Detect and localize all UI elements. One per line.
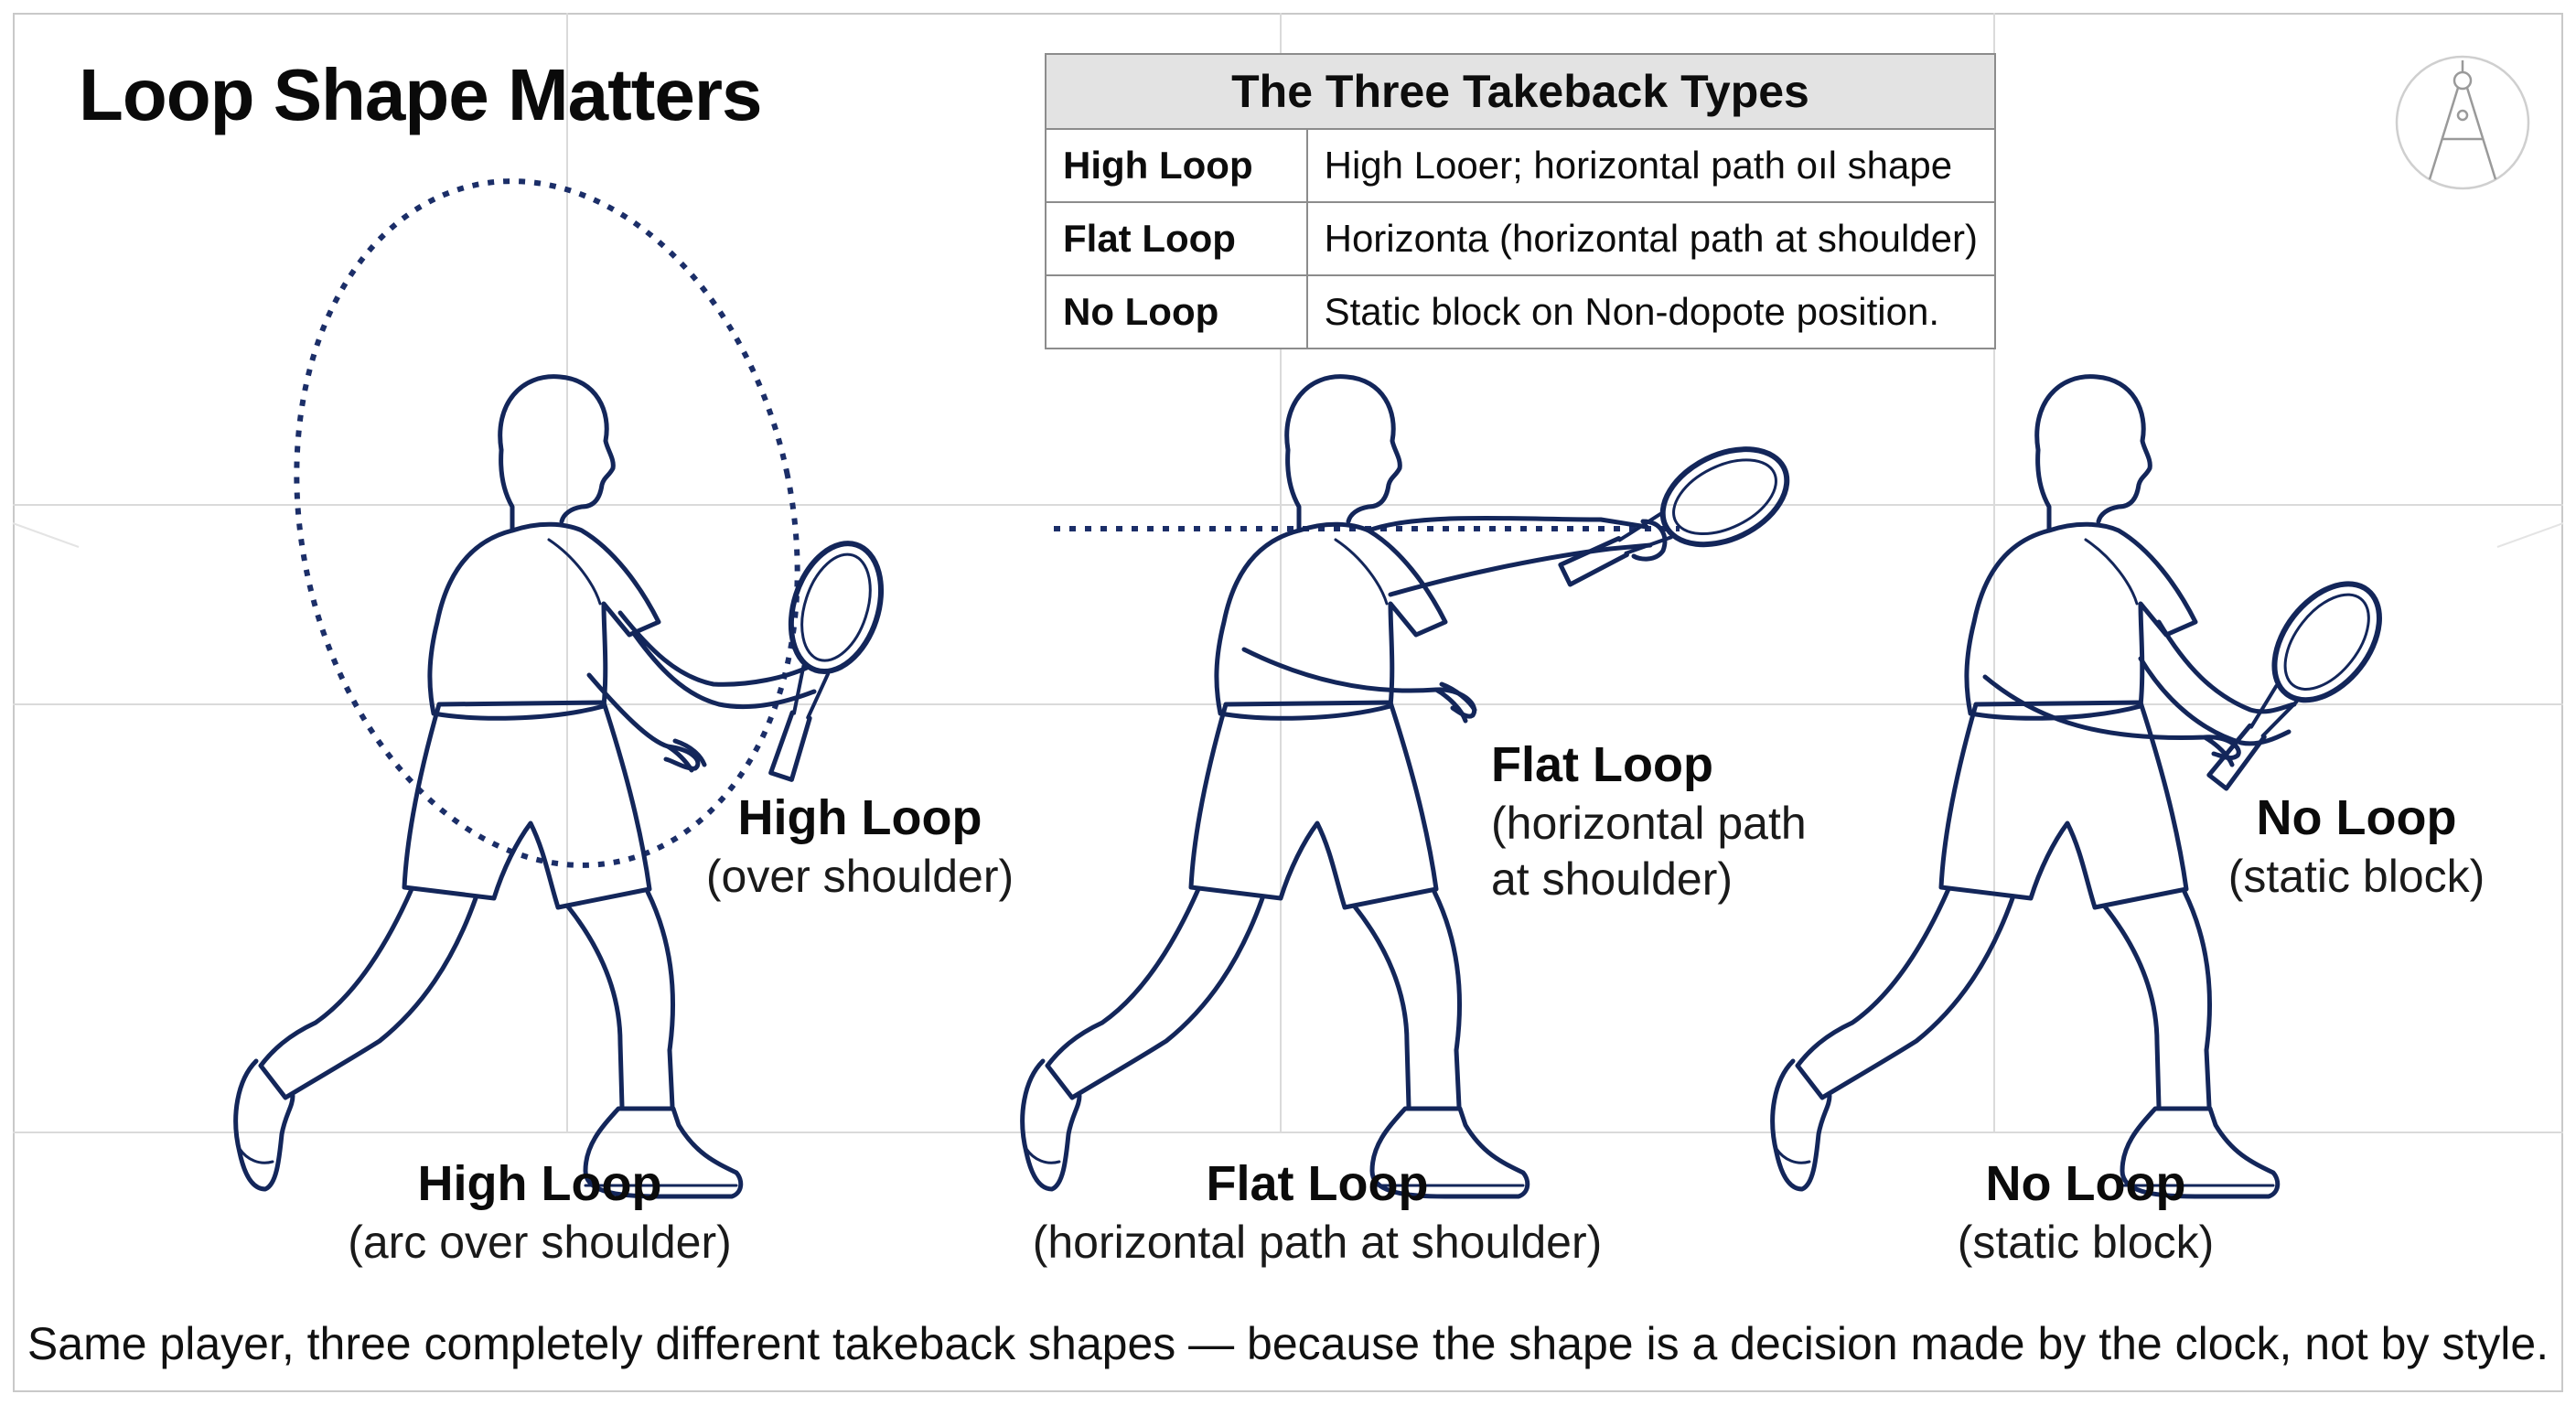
caption-no-loop: No Loop (static block) <box>1884 1154 2287 1271</box>
figure-label-subtitle-line2: at shoulder) <box>1491 853 1733 905</box>
high-loop-arc <box>294 178 800 868</box>
figure-label-title: Flat Loop <box>1491 737 1713 792</box>
table-header: The Three Takeback Types <box>1045 53 1996 130</box>
figure-label-title: No Loop <box>2256 790 2457 845</box>
figure-label-subtitle: (over shoulder) <box>705 850 1014 902</box>
figure-label-title: High Loop <box>737 790 982 845</box>
caption-subtitle: (static block) <box>1957 1216 2215 1268</box>
table-cell-description: Static block on Non-dopote position. <box>1305 274 1997 349</box>
table-row: Flat Loop Horizonta (horizontal path at … <box>1045 201 1997 276</box>
figure-label-flat-loop: Flat Loop (horizontal path at shoulder) <box>1491 735 1820 907</box>
figure-label-subtitle-line1: (horizontal path <box>1491 797 1807 849</box>
caption-title: Flat Loop <box>1206 1156 1429 1211</box>
player-figure-no-loop <box>1773 377 2401 1196</box>
table-header-row: The Three Takeback Types <box>1045 53 1996 130</box>
table-row: No Loop Static block on Non-dopote posit… <box>1045 274 1997 349</box>
table-cell-type: Flat Loop <box>1045 201 1308 276</box>
caption-flat-loop: Flat Loop (horizontal path at shoulder) <box>1025 1154 1610 1271</box>
player-figure-flat-loop <box>1023 377 1803 1196</box>
player-figure-high-loop <box>235 178 896 1196</box>
drafting-compass-icon <box>2395 55 2530 190</box>
table-row: High Loop High Looer; horizontal path oı… <box>1045 128 1997 203</box>
footer-note: Same player, three completely different … <box>27 1318 2549 1369</box>
caption-title: No Loop <box>1985 1156 2186 1211</box>
outer-frame <box>13 13 2563 1392</box>
table-cell-description: Horizonta (horizontal path at shoulder) <box>1305 201 1997 276</box>
takeback-types-table: The Three Takeback Types High Loop High … <box>1045 53 1997 349</box>
table-cell-type: High Loop <box>1045 128 1308 203</box>
figure-label-high-loop: High Loop (over shoulder) <box>695 788 1025 905</box>
table-cell-description: High Looer; horizontal path oıl shape <box>1305 128 1997 203</box>
page-title: Loop Shape Matters <box>79 54 763 135</box>
figure-label-subtitle: (static block) <box>2227 850 2485 902</box>
figure-label-no-loop: No Loop (static block) <box>2210 788 2503 905</box>
caption-title: High Loop <box>417 1156 662 1211</box>
caption-high-loop: High Loop (arc over shoulder) <box>311 1154 768 1271</box>
caption-subtitle: (horizontal path at shoulder) <box>1032 1216 1603 1268</box>
caption-subtitle: (arc over shoulder) <box>348 1216 732 1268</box>
table-cell-type: No Loop <box>1045 274 1308 349</box>
